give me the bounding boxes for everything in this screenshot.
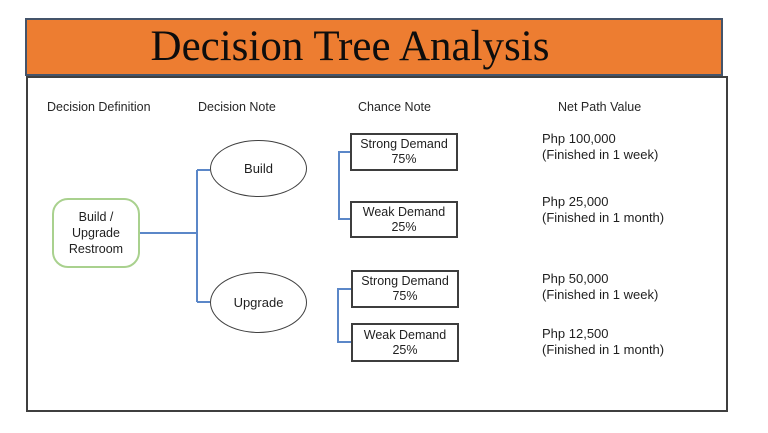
root-node-line: Build / (78, 210, 114, 224)
outcome-note: (Finished in 1 month) (542, 209, 665, 225)
connector-build-bracket (338, 151, 350, 220)
column-header-net-path-value: Net Path Value (558, 100, 642, 114)
chance-percent: 75% (391, 152, 417, 166)
outcome-amount: Php 12,500 (542, 326, 609, 341)
chance-percent: 25% (391, 219, 417, 234)
outcome-note: (Finished in 1 week) (542, 286, 659, 302)
outcome-note: (Finished in 1 month) (542, 341, 665, 357)
column-header-decision-note: Decision Note (198, 100, 276, 114)
decision-node-label: Upgrade (233, 295, 284, 310)
chance-label: Weak Demand (363, 327, 447, 342)
chance-label: Strong Demand (361, 274, 449, 288)
root-node-line: Restroom (68, 242, 124, 256)
column-header-chance-note: Chance Note (358, 100, 431, 114)
chance-label: Strong Demand (360, 137, 448, 151)
decision-node-label: Build (244, 161, 273, 176)
outcome-note: (Finished in 1 week) (542, 146, 659, 162)
chance-node-build-strong: Strong Demand 75% (350, 133, 458, 171)
chance-node-build-weak: Weak Demand 25% (350, 201, 458, 238)
outcome-amount: Php 25,000 (542, 194, 609, 209)
chance-percent: 75% (392, 289, 418, 303)
outcome-amount: Php 100,000 (542, 131, 616, 146)
chance-node-upgrade-weak: Weak Demand 25% (351, 323, 459, 362)
outcome-amount: Php 50,000 (542, 271, 609, 286)
chance-percent: 25% (392, 342, 418, 357)
net-path-value-3: Php 50,000 (Finished in 1 week) (542, 271, 717, 302)
net-path-value-4: Php 12,500 (Finished in 1 month) (542, 326, 717, 357)
root-decision-node: Build / Upgrade Restroom (52, 198, 140, 268)
chance-label: Weak Demand (362, 204, 446, 219)
column-header-decision-definition: Decision Definition (47, 100, 151, 114)
connector-upgrade-bracket (337, 288, 351, 343)
decision-node-build: Build (210, 140, 307, 197)
decision-node-upgrade: Upgrade (210, 272, 307, 333)
chance-node-upgrade-strong: Strong Demand 75% (351, 270, 459, 308)
net-path-value-2: Php 25,000 (Finished in 1 month) (542, 194, 717, 225)
page-title: Decision Tree Analysis (150, 23, 550, 70)
net-path-value-1: Php 100,000 (Finished in 1 week) (542, 131, 717, 162)
title-banner: Decision Tree Analysis (25, 18, 723, 76)
root-node-line: Upgrade (72, 226, 120, 240)
